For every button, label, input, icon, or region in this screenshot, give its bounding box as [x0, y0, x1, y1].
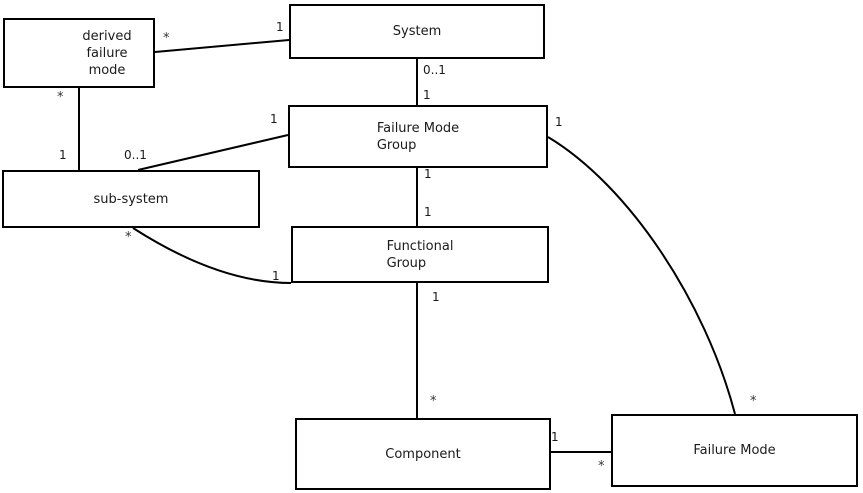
association-derived-failure-mode-to-system	[154, 39, 290, 53]
multiplicity-label: 1	[276, 20, 284, 34]
association-sub-system-to-functional-group	[132, 227, 292, 284]
multiplicity-label: 0..1	[124, 148, 147, 162]
multiplicity-label: *	[430, 394, 437, 409]
class-box-system[interactable]: System	[289, 4, 545, 59]
class-box-failure-mode[interactable]: Failure Mode	[611, 414, 858, 487]
multiplicity-label: 1	[272, 269, 280, 283]
class-name-derived-failure-mode: derived failure mode	[82, 28, 132, 78]
class-name-sub-system: sub-system	[93, 191, 169, 207]
class-box-sub-system[interactable]: sub-system	[2, 170, 260, 228]
multiplicity-label: 1	[551, 430, 559, 444]
class-name-failure-mode-group: Failure Mode Group	[376, 120, 460, 153]
class-box-derived-failure-mode[interactable]: derived failure mode	[3, 18, 155, 88]
class-box-component[interactable]: Component	[295, 418, 551, 490]
multiplicity-label: *	[163, 31, 170, 46]
multiplicity-label: *	[57, 90, 64, 105]
class-name-system: System	[392, 24, 442, 39]
multiplicity-label: 0..1	[423, 63, 446, 77]
class-name-functional-group: Functional Group	[386, 238, 454, 271]
association-sub-system-to-failure-mode-group	[137, 134, 289, 171]
class-name-failure-mode: Failure Mode	[693, 443, 776, 458]
class-box-failure-mode-group[interactable]: Failure Mode Group	[288, 105, 548, 168]
association-failure-mode-group-to-failure-mode	[547, 136, 736, 415]
class-box-functional-group[interactable]: Functional Group	[291, 226, 549, 283]
multiplicity-label: *	[750, 394, 757, 409]
multiplicity-label: *	[125, 230, 132, 245]
class-name-component: Component	[385, 446, 461, 462]
multiplicity-label: 1	[270, 112, 278, 126]
multiplicity-label: 1	[59, 148, 67, 162]
multiplicity-label: 1	[424, 167, 432, 181]
multiplicity-label: 1	[424, 205, 432, 219]
multiplicity-label: 1	[432, 290, 440, 304]
multiplicity-label: 1	[423, 88, 431, 102]
multiplicity-label: *	[598, 459, 605, 474]
multiplicity-label: 1	[555, 115, 563, 129]
